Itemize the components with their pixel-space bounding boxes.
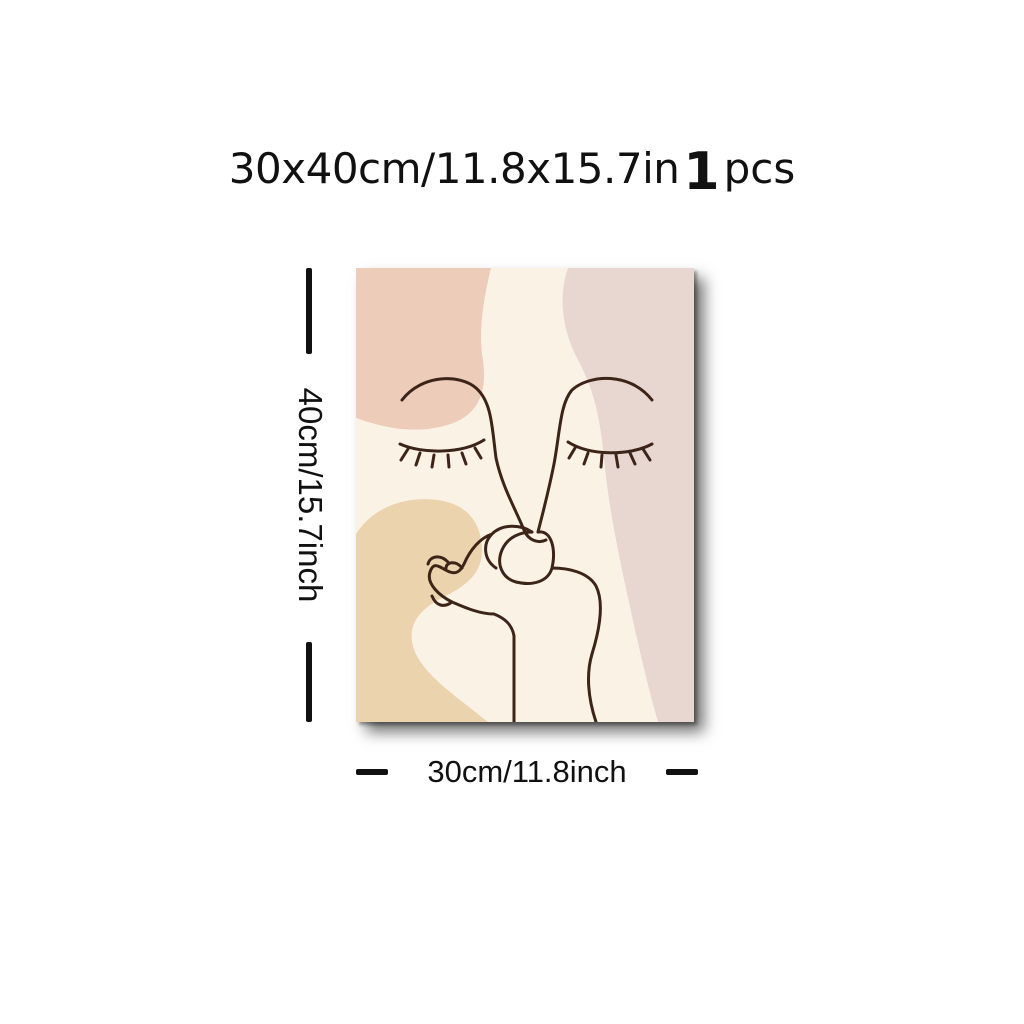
left-lash-2 <box>414 451 422 467</box>
right-lash-3 <box>599 453 604 469</box>
height-label: 40cm/15.7inch <box>292 387 329 603</box>
right-lash-1 <box>567 446 577 460</box>
line-art-face-with-hand-icon <box>356 268 694 722</box>
left-lash-6 <box>473 446 483 460</box>
quantity-number: 1 <box>683 142 720 202</box>
right-lash-4 <box>614 453 620 469</box>
width-label: 30cm/11.8inch <box>427 754 627 789</box>
left-lash-3 <box>430 453 436 469</box>
right-brow-nose-line <box>536 377 654 534</box>
left-eyelid <box>398 438 486 453</box>
mauve-shape <box>562 268 694 722</box>
height-dimension: 40cm/15.7inch <box>290 268 330 722</box>
left-lash-1 <box>399 447 410 462</box>
right-lash-2 <box>582 451 590 466</box>
width-dimension-bar-right <box>666 769 698 775</box>
size-text: 30x40cm/11.8x15.7in <box>228 144 680 193</box>
canvas-print <box>356 268 694 722</box>
right-eyelid <box>566 440 654 455</box>
sand-shape <box>356 499 488 722</box>
right-lash-5 <box>628 451 637 466</box>
quantity-unit: pcs <box>723 144 796 193</box>
left-brow-nose-line <box>400 377 548 544</box>
height-dimension-bar-top <box>306 268 312 354</box>
width-dimension: 30cm/11.8inch <box>356 752 698 792</box>
left-lash-5 <box>460 451 468 466</box>
width-dimension-bar-left <box>356 769 388 775</box>
hand-and-mouth <box>426 524 602 722</box>
peach-shape <box>356 268 491 430</box>
right-lash-6 <box>641 447 652 462</box>
face-line-drawing <box>398 377 654 722</box>
left-lash-4 <box>446 453 451 469</box>
height-dimension-bar-bottom <box>306 642 312 722</box>
product-size-title: 30x40cm/11.8x15.7in1pcs <box>0 136 1024 202</box>
